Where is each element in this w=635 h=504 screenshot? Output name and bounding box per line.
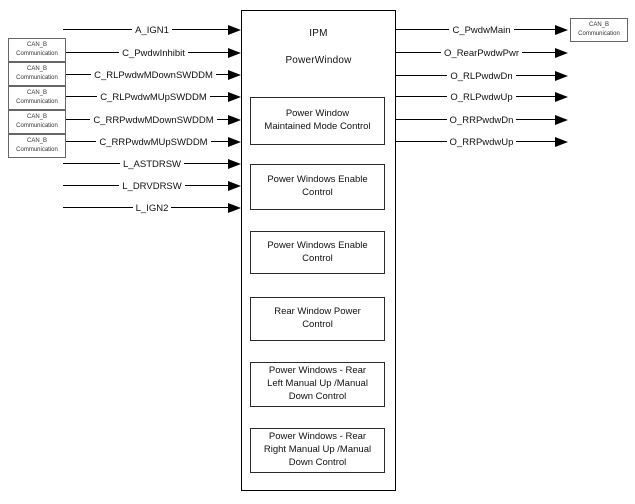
ipm-module-block: IPM PowerWindow Power Window Maintained … xyxy=(241,10,396,491)
function-box-maintained-mode: Power Window Maintained Mode Control xyxy=(250,97,385,145)
signal-label: O_RRPwdwDn xyxy=(395,113,568,127)
can-b-communication-box: CAN_B Communication xyxy=(8,86,66,110)
output-signal-row: C_PwdwMain xyxy=(395,23,568,37)
arrowhead-icon xyxy=(228,137,241,147)
input-signal-row: C_RRPwdwMUpSWDDM xyxy=(66,135,241,149)
arrowhead-icon xyxy=(228,70,241,80)
input-signal-row: C_RRPwdwMDownSWDDM xyxy=(66,113,241,127)
arrowhead-icon xyxy=(555,137,568,147)
output-signal-row: O_RearPwdwPwr xyxy=(395,46,568,60)
signal-label: C_PwdwInhibit xyxy=(66,46,241,60)
signal-label: L_ASTDRSW xyxy=(63,157,241,171)
arrowhead-icon xyxy=(555,25,568,35)
input-signal-row: C_RLPwdwMUpSWDDM xyxy=(66,90,241,104)
can-b-communication-box: CAN_B Communication xyxy=(8,134,66,158)
signal-label: L_DRVDRSW xyxy=(63,179,241,193)
output-signal-row: O_RRPwdwDn xyxy=(395,113,568,127)
function-box-rear-right-manual: Power Windows - Rear Right Manual Up /Ma… xyxy=(250,428,385,473)
arrowhead-icon xyxy=(555,48,568,58)
arrowhead-icon xyxy=(228,25,241,35)
output-signal-row: O_RLPwdwUp xyxy=(395,90,568,104)
input-signal-row: L_IGN2 xyxy=(63,201,241,215)
input-signal-row: A_IGN1 xyxy=(63,23,241,37)
signal-label: C_RRPwdwMDownSWDDM xyxy=(66,113,241,127)
function-box-rear-window-power: Rear Window Power Control xyxy=(250,297,385,341)
input-signal-row: L_ASTDRSW xyxy=(63,157,241,171)
arrowhead-icon xyxy=(228,181,241,191)
function-box-enable-control-1: Power Windows Enable Control xyxy=(250,164,385,210)
function-box-enable-control-2: Power Windows Enable Control xyxy=(250,231,385,274)
module-subtitle: PowerWindow xyxy=(285,55,352,66)
function-box-rear-left-manual: Power Windows - Rear Left Manual Up /Man… xyxy=(250,362,385,407)
output-signal-row: O_RRPwdwUp xyxy=(395,135,568,149)
signal-label: O_RRPwdwUp xyxy=(395,135,568,149)
input-signal-row: C_RLPwdwMDownSWDDM xyxy=(66,68,241,82)
arrowhead-icon xyxy=(228,203,241,213)
signal-label: L_IGN2 xyxy=(63,201,241,215)
module-title: IPM xyxy=(309,28,328,39)
output-signal-row: O_RLPwdwDn xyxy=(395,69,568,83)
can-b-communication-box: CAN_B Communication xyxy=(8,38,66,62)
signal-label: C_PwdwMain xyxy=(395,23,568,37)
signal-label: C_RLPwdwMUpSWDDM xyxy=(66,90,241,104)
signal-label: C_RLPwdwMDownSWDDM xyxy=(66,68,241,82)
can-b-communication-box: CAN_B Communication xyxy=(8,110,66,134)
signal-label: O_RearPwdwPwr xyxy=(395,46,568,60)
arrowhead-icon xyxy=(228,92,241,102)
arrowhead-icon xyxy=(228,48,241,58)
arrowhead-icon xyxy=(555,92,568,102)
arrowhead-icon xyxy=(228,159,241,169)
signal-label: O_RLPwdwUp xyxy=(395,90,568,104)
input-signal-row: C_PwdwInhibit xyxy=(66,46,241,60)
signal-label: C_RRPwdwMUpSWDDM xyxy=(66,135,241,149)
arrowhead-icon xyxy=(228,115,241,125)
can-b-communication-box: CAN_B Communication xyxy=(8,62,66,86)
signal-label: A_IGN1 xyxy=(63,23,241,37)
arrowhead-icon xyxy=(555,115,568,125)
input-signal-row: L_DRVDRSW xyxy=(63,179,241,193)
signal-label: O_RLPwdwDn xyxy=(395,69,568,83)
arrowhead-icon xyxy=(555,71,568,81)
can-b-communication-box: CAN_B Communication xyxy=(570,18,628,42)
